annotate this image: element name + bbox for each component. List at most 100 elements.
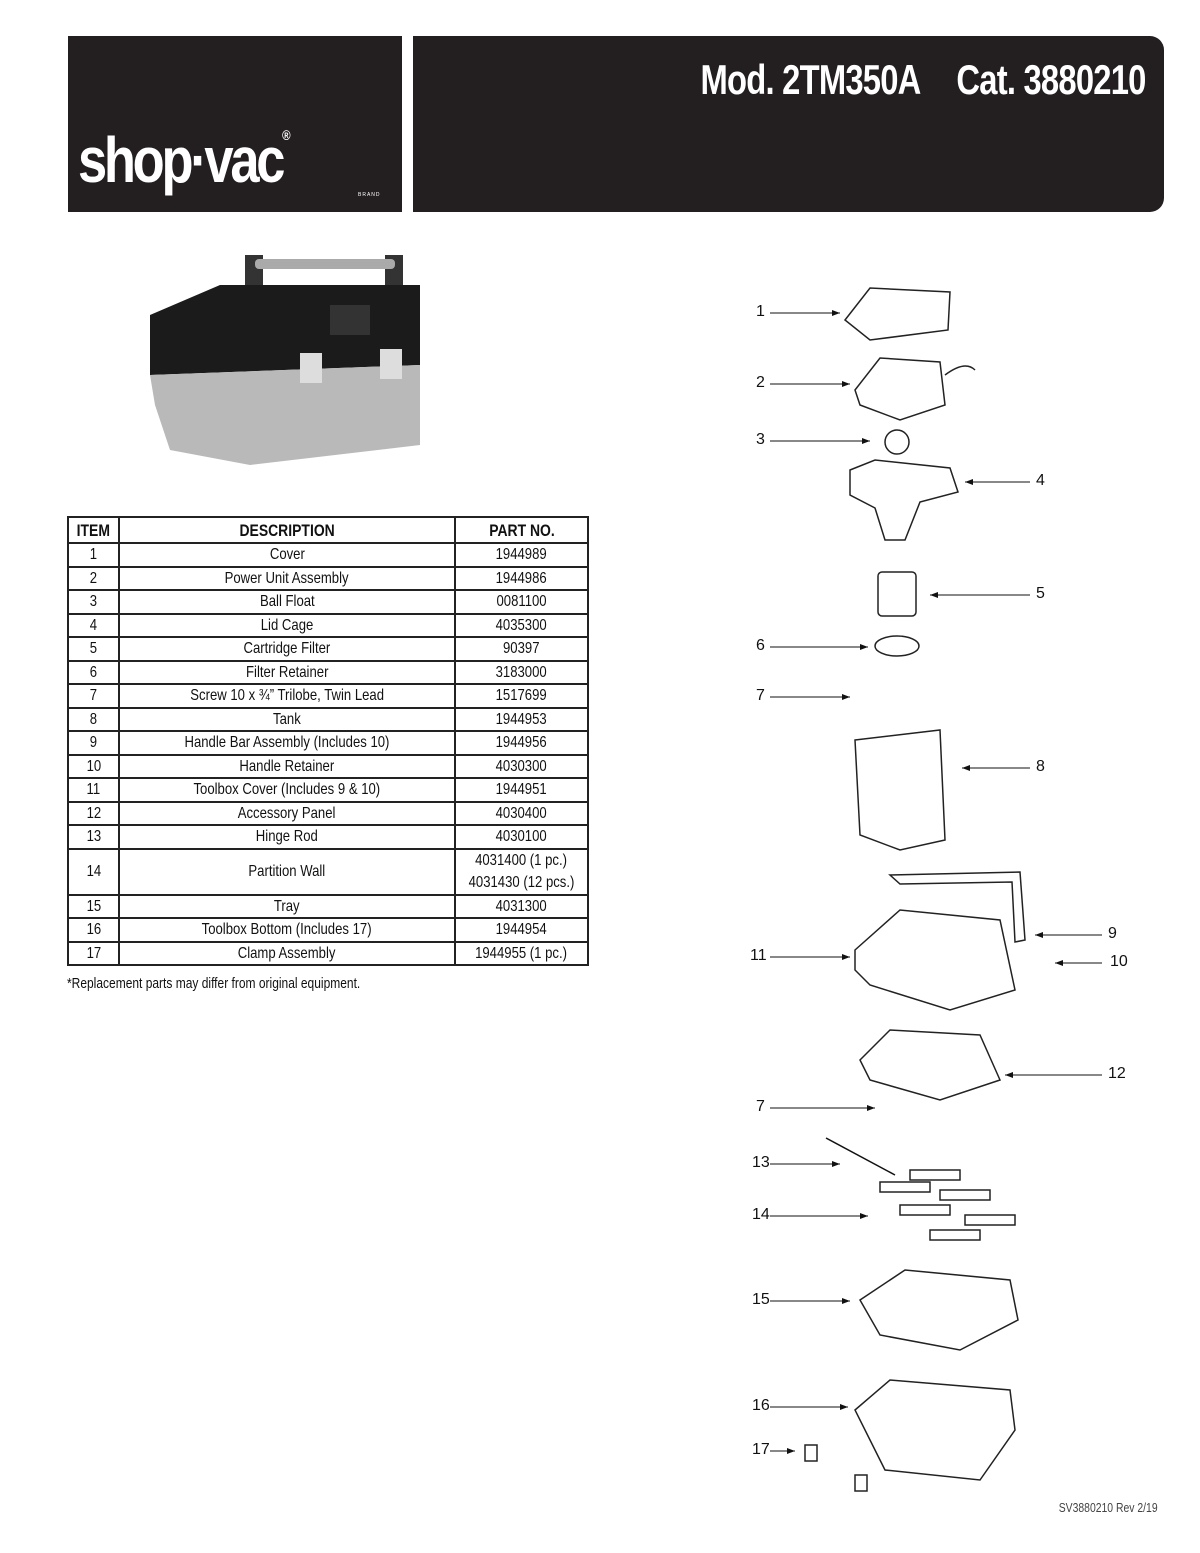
item-number: 16 — [67, 917, 120, 943]
table-row: 11 Toolbox Cover (Includes 9 & 10) 19449… — [67, 777, 589, 803]
item-description: Cover — [118, 542, 456, 568]
part-number: 1517699 — [454, 683, 589, 709]
item-description: Lid Cage — [118, 612, 456, 638]
catalog-number: Cat. 3880210 — [956, 56, 1147, 103]
item-description: Power Unit Assembly — [118, 565, 456, 591]
part-toolbox-bottom — [854, 1379, 1016, 1481]
callout-label: 11 — [750, 947, 767, 964]
model-header: Mod. 2TM350A Cat. 3880210 — [413, 36, 1164, 212]
model-number: Mod. 2TM350A — [700, 56, 922, 103]
item-description: Partition Wall — [118, 847, 456, 896]
item-number: 12 — [67, 800, 120, 826]
item-description: Tank — [118, 706, 456, 732]
part-number: 4035300 — [454, 612, 589, 638]
callout-label: 8 — [1036, 758, 1045, 775]
table-row: 2 Power Unit Assembly 1944986 — [67, 565, 589, 591]
callout-label: 15 — [752, 1291, 770, 1308]
item-number: 5 — [67, 636, 120, 662]
item-number: 3 — [67, 589, 120, 615]
part-number: 1944989 — [454, 542, 589, 568]
table-row: 4 Lid Cage 4035300 — [67, 612, 589, 638]
callout-label: 7 — [756, 1098, 765, 1115]
callout-label: 17 — [752, 1441, 770, 1458]
table-row: 14 Partition Wall 4031400 (1 pc.)4031430… — [67, 847, 589, 896]
parts-table: ITEM DESCRIPTION PART NO. 1 Cover 194498… — [67, 516, 589, 966]
part-number: 1944954 — [454, 917, 589, 943]
item-number: 9 — [67, 730, 120, 756]
brand-header: shop·vac® BRAND — [68, 36, 402, 212]
item-description: Filter Retainer — [118, 659, 456, 685]
table-row: 6 Filter Retainer 3183000 — [67, 659, 589, 685]
item-description: Cartridge Filter — [118, 636, 456, 662]
part-number: 90397 — [454, 636, 589, 662]
part-number: 4030300 — [454, 753, 589, 779]
part-number: 3183000 — [454, 659, 589, 685]
callout-label: 4 — [1036, 472, 1045, 489]
part-number: 0081100 — [454, 589, 589, 615]
part-number: 1944986 — [454, 565, 589, 591]
part-number: 1944953 — [454, 706, 589, 732]
model-title: Mod. 2TM350A Cat. 3880210 — [700, 56, 1147, 104]
part-ball-float — [884, 429, 910, 455]
part-number: 1944951 — [454, 777, 589, 803]
item-number: 8 — [67, 706, 120, 732]
part-tray — [859, 1269, 1019, 1351]
item-description: Ball Float — [118, 589, 456, 615]
table-row: 5 Cartridge Filter 90397 — [67, 636, 589, 662]
table-row: 13 Hinge Rod 4030100 — [67, 824, 589, 850]
callout-label: 7 — [756, 687, 765, 704]
part-cartridge-filter — [877, 571, 917, 617]
item-number: 1 — [67, 542, 120, 568]
table-row: 12 Accessory Panel 4030400 — [67, 800, 589, 826]
table-row: 17 Clamp Assembly 1944955 (1 pc.) — [67, 940, 589, 966]
part-number: 4030400 — [454, 800, 589, 826]
item-number: 11 — [67, 777, 120, 803]
diagram-drawing — [770, 287, 1102, 1492]
col-part-no: PART NO. — [454, 516, 589, 544]
callout-label: 3 — [756, 431, 765, 448]
part-number: 4031400 (1 pc.)4031430 (12 pcs.) — [454, 847, 589, 896]
item-number: 10 — [67, 753, 120, 779]
callout-label: 1 — [756, 303, 765, 320]
item-description: Accessory Panel — [118, 800, 456, 826]
item-description: Tray — [118, 893, 456, 919]
table-header-row: ITEM DESCRIPTION PART NO. — [67, 516, 589, 544]
table-row: 10 Handle Retainer 4030300 — [67, 753, 589, 779]
item-description: Screw 10 x ¾” Trilobe, Twin Lead — [118, 683, 456, 709]
callout-label: 12 — [1108, 1065, 1126, 1082]
item-number: 13 — [67, 824, 120, 850]
part-toolbox-cover — [854, 909, 1016, 1011]
item-number: 15 — [67, 893, 120, 919]
part-power-unit — [854, 357, 946, 421]
item-description: Handle Bar Assembly (Includes 10) — [118, 730, 456, 756]
part-handle-bar — [888, 871, 1026, 943]
callout-label: 14 — [752, 1206, 770, 1223]
callout-label: 10 — [1110, 953, 1128, 970]
part-clamp — [804, 1444, 818, 1462]
part-accessory-panel — [859, 1029, 1002, 1101]
col-description: DESCRIPTION — [118, 516, 456, 544]
callout-label: 13 — [752, 1154, 770, 1171]
item-description: Clamp Assembly — [118, 940, 456, 966]
table-row: 3 Ball Float 0081100 — [67, 589, 589, 615]
replacement-note: *Replacement parts may differ from origi… — [67, 975, 361, 992]
shop-vac-logo: shop·vac® — [78, 128, 291, 192]
item-number: 4 — [67, 612, 120, 638]
item-number: 2 — [67, 565, 120, 591]
table-row: 8 Tank 1944953 — [67, 706, 589, 732]
item-description: Hinge Rod — [118, 824, 456, 850]
part-partition-walls — [879, 1169, 1016, 1241]
item-number: 17 — [67, 940, 120, 966]
callout-label: 16 — [752, 1397, 770, 1414]
item-description: Handle Retainer — [118, 753, 456, 779]
callout-label: 9 — [1108, 925, 1117, 942]
part-number: 1944955 (1 pc.) — [454, 940, 589, 966]
table-row: 15 Tray 4031300 — [67, 893, 589, 919]
callout-label: 6 — [756, 637, 765, 654]
item-number: 14 — [67, 847, 120, 896]
part-filter-retainer — [874, 635, 920, 657]
registered-mark: ® — [282, 127, 291, 143]
table-row: 9 Handle Bar Assembly (Includes 10) 1944… — [67, 730, 589, 756]
item-number: 7 — [67, 683, 120, 709]
